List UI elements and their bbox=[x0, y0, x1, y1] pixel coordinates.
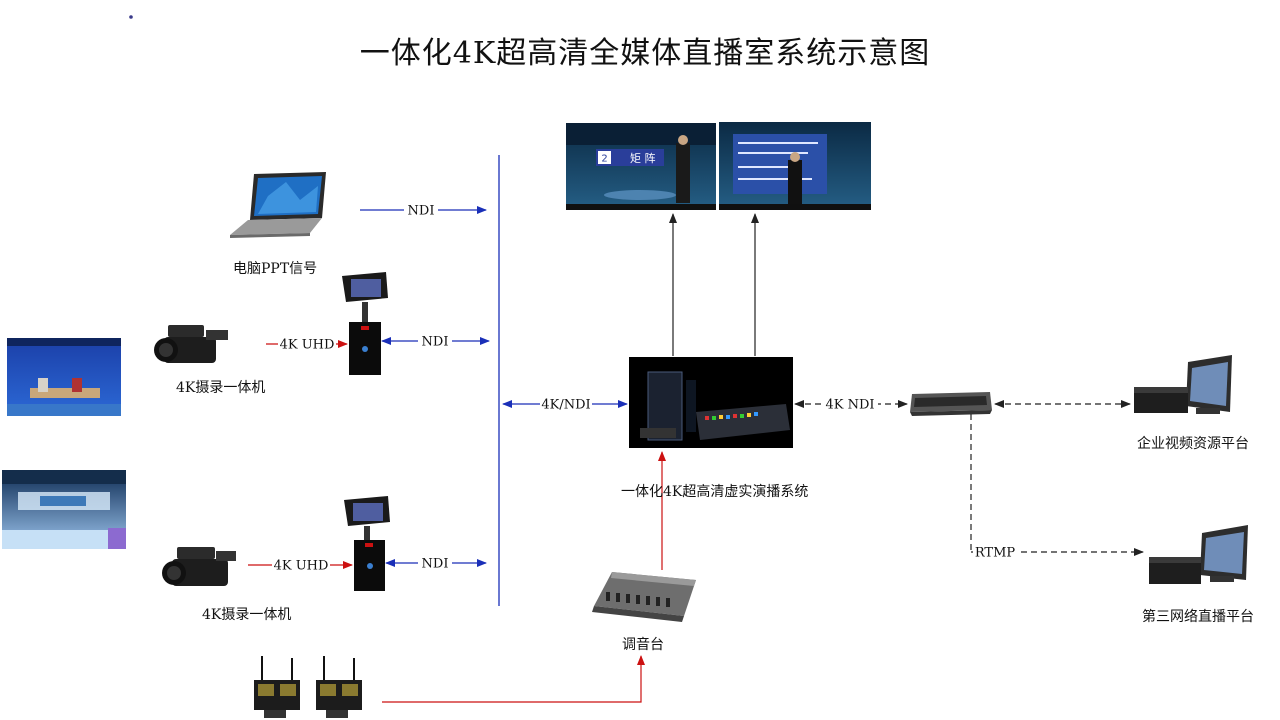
label-camera-1: 4K摄录一体机 bbox=[176, 380, 266, 396]
edge-label-uhd-2: 4K UHD bbox=[274, 559, 329, 574]
network-switch-icon bbox=[910, 392, 992, 416]
label-camera-2: 4K摄录一体机 bbox=[202, 607, 292, 623]
output-screen-1: 2 矩 阵 bbox=[566, 123, 716, 210]
camcorder-1-icon bbox=[154, 325, 228, 363]
decor-dot bbox=[129, 15, 133, 19]
label-mixer: 调音台 bbox=[622, 637, 664, 653]
diagram-title: 一体化4K超高清全媒体直播室系统示意图 bbox=[359, 36, 931, 71]
edge-label-ndi-pc: NDI bbox=[408, 204, 435, 219]
edge-label-ndi-cam1: NDI bbox=[422, 335, 449, 350]
label-enterprise-platform: 企业视频资源平台 bbox=[1137, 436, 1249, 452]
label-pc-ppt: 电脑PPT信号 bbox=[233, 261, 318, 277]
output-screen-2 bbox=[719, 122, 871, 210]
audio-mixer-icon bbox=[592, 572, 696, 622]
label-virtual-studio-system: 一体化4K超高清虚实演播系统 bbox=[621, 484, 809, 500]
studio-image-2 bbox=[2, 470, 126, 549]
enterprise-platform-workstation-icon bbox=[1134, 355, 1232, 414]
edge-mic-mixer bbox=[382, 655, 645, 703]
wireless-mic-receivers-icon bbox=[254, 656, 362, 718]
laptop-icon bbox=[230, 172, 326, 238]
edge-label-rtmp: RTMP bbox=[975, 546, 1016, 561]
third-party-platform-workstation-icon bbox=[1149, 525, 1248, 584]
screen1-badge: 2 bbox=[601, 154, 607, 165]
edge-label-4k-ndi: 4K/NDI bbox=[541, 398, 590, 413]
encoder-1-with-monitor bbox=[342, 272, 388, 375]
edge-label-ndi-cam2: NDI bbox=[422, 557, 449, 572]
screen1-caption: 矩 阵 bbox=[630, 151, 656, 165]
edge-label-4k-ndi-switch: 4K NDI bbox=[825, 398, 874, 413]
virtual-studio-system-image bbox=[629, 357, 793, 448]
edge-label-uhd-1: 4K UHD bbox=[280, 338, 335, 353]
camcorder-2-icon bbox=[162, 547, 236, 586]
studio-image-1 bbox=[7, 338, 121, 416]
label-third-party-platform: 第三网络直播平台 bbox=[1142, 609, 1254, 625]
encoder-2-with-monitor bbox=[344, 496, 390, 591]
